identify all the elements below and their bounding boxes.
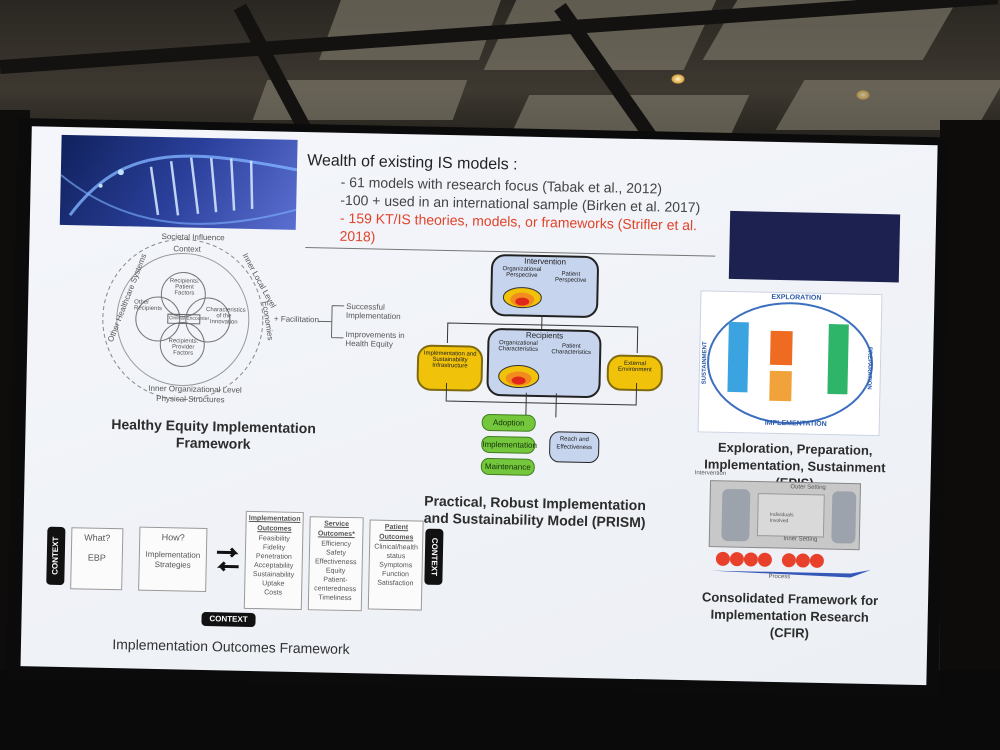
- heif-circle-label: Clinical Encounter: [168, 315, 210, 323]
- heif-context-label: Context: [173, 244, 201, 254]
- epis-right-label: PREPARATION: [865, 346, 873, 390]
- iof-how-box: How? Implementation Strategies: [138, 526, 208, 593]
- prism-org-perspective: Organizational Perspective: [502, 266, 542, 279]
- iof-patient-outcomes-box: Patient Outcomes Clinical/health status …: [367, 519, 424, 611]
- cfir-intervention-label: Intervention: [694, 470, 727, 477]
- iof-patient-title: Patient Outcomes: [379, 523, 414, 542]
- iof-impl-items: Feasibility Fidelity Penetration Accepta…: [252, 535, 295, 597]
- prism-patient-perspective: Patient Perspective: [554, 271, 587, 284]
- epis-bottom-label: IMPLEMENTATION: [764, 419, 827, 429]
- heif-circle-label: Characteristics of the Innovation: [205, 306, 246, 326]
- iof-patient-items: Clinical/health status Symptoms Function…: [374, 543, 418, 588]
- iof-how-label: How?: [161, 532, 185, 543]
- dna-banner-image: [59, 134, 298, 230]
- heif-outcome-label: Successful Implementation: [345, 301, 401, 322]
- cfir-graphic: [708, 480, 871, 578]
- prism-intervention-box: Intervention Organizational Perspective …: [489, 253, 600, 319]
- epis-left-label: SUSTAINMENT: [701, 341, 709, 385]
- prism-reach: Reach and Effectiveness: [548, 431, 600, 464]
- iof-what-box: What? EBP: [70, 527, 124, 591]
- iof-what-label: What?: [84, 532, 111, 544]
- cfir-individuals-label: Individuals Involved: [769, 511, 794, 525]
- heif-societal-label: Societal Influence: [161, 232, 225, 243]
- iof-ebp-label: EBP: [87, 552, 106, 563]
- cfir-caption: Consolidated Framework for Implementatio…: [689, 588, 890, 643]
- prism-adoption: Adoption: [481, 413, 536, 432]
- epis-diagram: EXPLORATION PREPARATION IMPLEMENTATION S…: [697, 290, 883, 437]
- prism-maintenance: Maintenance: [480, 457, 535, 476]
- cfir-process-label: Process: [768, 573, 791, 581]
- iof-implementation-outcomes-box: Implementation Outcomes Feasibility Fide…: [243, 510, 304, 611]
- ceiling-light: [856, 90, 870, 100]
- iof-exchange-arrows-icon: [216, 547, 239, 572]
- iof-service-items: Efficiency Safety Effectiveness Equity P…: [314, 540, 357, 603]
- slide: Wealth of existing IS models : - 61 mode…: [20, 126, 938, 686]
- heif-physical-label: Physical Structures: [156, 393, 225, 405]
- dna-illustration: [60, 154, 298, 225]
- iof-service-outcomes-box: Service Outcomes* Efficiency Safety Effe…: [307, 516, 364, 612]
- heif-circle-label: Recipients: Provider Factors: [168, 338, 199, 357]
- ceiling-light: [671, 74, 685, 84]
- wealth-text-block: Wealth of existing IS models : - 61 mode…: [305, 152, 727, 257]
- right-wall: [940, 120, 1000, 750]
- cfir-inner-label: Inner Setting: [783, 536, 818, 543]
- prism-recipients-box: Recipients Organizational Characteristic…: [486, 327, 602, 399]
- epis-graphic: [707, 302, 874, 425]
- iof-context-right: CONTEXT: [424, 528, 444, 585]
- heif-other-recipients-label: Other Recipients: [133, 299, 163, 313]
- iof-diagram: CONTEXT What? EBP How? Implementation St…: [41, 507, 444, 645]
- prism-diagram: Intervention Organizational Perspective …: [414, 252, 669, 487]
- heif-circle-label: Recipients: Patient Factors: [169, 278, 200, 297]
- iof-context-bottom: CONTEXT: [201, 611, 256, 628]
- epis-top-label: EXPLORATION: [771, 293, 822, 302]
- iof-strategies-label: Implementation Strategies: [145, 549, 201, 570]
- heif-diagram: Societal Influence Context Inner Organiz…: [96, 232, 405, 408]
- prism-implementation: Implementation: [481, 435, 537, 454]
- iof-context-left: CONTEXT: [46, 526, 66, 586]
- prism-staff-ellipse: [498, 365, 540, 389]
- heif-facilitation-label: + Facilitation: [273, 314, 320, 325]
- heif-outcome-label: Improvements in Health Equity: [345, 329, 405, 349]
- dark-image-box: [728, 210, 901, 283]
- iof-service-title: Service Outcomes*: [317, 520, 355, 539]
- cfir-outer-label: Outer Setting: [790, 484, 826, 491]
- prism-staff-ellipse: [502, 287, 542, 309]
- iof-impl-title: Implementation Outcomes: [248, 514, 301, 533]
- heif-circles: [102, 238, 264, 400]
- heif-arrows: [317, 305, 345, 339]
- heif-caption: Healthy Equity Implementation Framework: [93, 416, 334, 455]
- prism-connectors: [445, 315, 639, 418]
- projection-screen: Wealth of existing IS models : - 61 mode…: [6, 118, 950, 698]
- wealth-line-highlight: - 159 KT/IS theories, models, or framewo…: [339, 209, 698, 245]
- cfir-caption-line: Implementation Research (CFIR): [710, 606, 869, 641]
- cfir-diagram: Intervention Outer Setting Inner Setting…: [690, 470, 877, 586]
